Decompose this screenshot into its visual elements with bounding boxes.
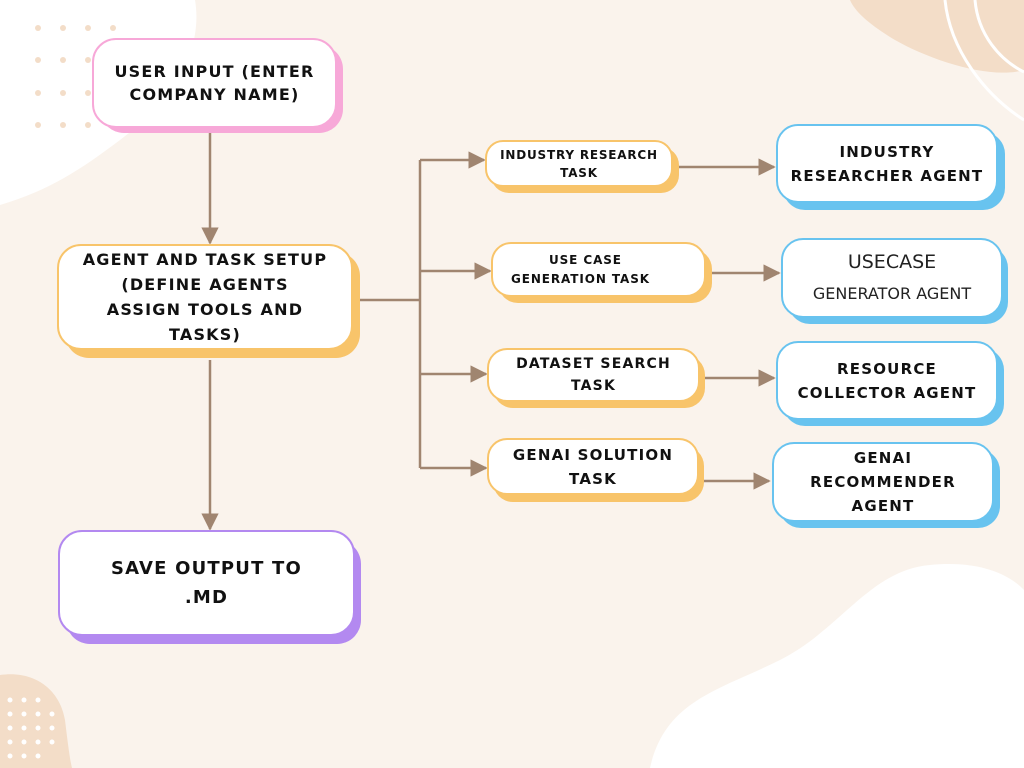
industry-task-line-1: INDUSTRY RESEARCH (500, 147, 658, 162)
setup-line-1: AGENT AND TASK SETUP (82, 250, 328, 269)
setup-line-3: ASSIGN TOOLS AND (106, 300, 304, 319)
industry-agent-line-1: INDUSTRY (839, 142, 935, 161)
setup-line-4: TASKS) (168, 325, 241, 344)
genai-task-line-1: GENAI SOLUTION (512, 445, 674, 464)
save-output-node: SAVE OUTPUT TO .MD (58, 530, 355, 636)
setup-line-2: (DEFINE AGENTS (121, 275, 289, 294)
genai-recommender-agent-node: GENAI RECOMMENDER AGENT (772, 442, 994, 522)
genai-agent-line-3: AGENT (851, 497, 915, 515)
resource-agent-line-2: COLLECTOR AGENT (797, 383, 977, 402)
top-right-blob (850, 0, 1024, 73)
genai-agent-line-2: RECOMMENDER (810, 473, 956, 491)
genai-task-line-2: TASK (569, 469, 617, 488)
usecase-agent-line-2: GENERATOR AGENT (812, 284, 972, 303)
user-input-line-1: USER INPUT (ENTER (114, 62, 315, 81)
usecase-task-line-2: GENERATION TASK (511, 271, 650, 286)
usecase-agent-line-1: USECASE (847, 251, 937, 273)
usecase-generation-task-node: USE CASE GENERATION TASK (491, 242, 706, 297)
dataset-task-line-1: DATASET SEARCH (516, 356, 671, 372)
industry-research-task-node: INDUSTRY RESEARCH TASK (485, 140, 673, 187)
top-right-arc (943, 0, 1024, 122)
industry-researcher-agent-node: INDUSTRY RESEARCHER AGENT (776, 124, 998, 203)
industry-agent-line-2: RESEARCHER AGENT (790, 166, 984, 185)
bottom-left-blob (0, 674, 72, 768)
usecase-generator-agent-node: USECASE GENERATOR AGENT (781, 238, 1003, 318)
save-line-2: .MD (184, 587, 229, 608)
resource-collector-agent-node: RESOURCE COLLECTOR AGENT (776, 341, 998, 420)
bottom-left-dots (7, 697, 55, 759)
genai-solution-task-node: GENAI SOLUTION TASK (487, 438, 699, 495)
setup-node: AGENT AND TASK SETUP (DEFINE AGENTS ASSI… (57, 244, 353, 350)
industry-task-line-2: TASK (560, 165, 598, 180)
genai-agent-line-1: GENAI (853, 449, 913, 467)
usecase-task-line-1: USE CASE (549, 252, 622, 267)
save-line-1: SAVE OUTPUT TO (110, 558, 303, 579)
top-right-arc-inner (973, 0, 1024, 74)
resource-agent-line-1: RESOURCE (837, 359, 937, 378)
user-input-node: USER INPUT (ENTER COMPANY NAME) (92, 38, 337, 128)
dataset-task-line-2: TASK (570, 378, 617, 394)
dataset-search-task-node: DATASET SEARCH TASK (487, 348, 700, 402)
top-left-dots (35, 25, 116, 128)
bottom-right-blob (650, 564, 1024, 768)
user-input-line-2: COMPANY NAME) (129, 85, 300, 104)
